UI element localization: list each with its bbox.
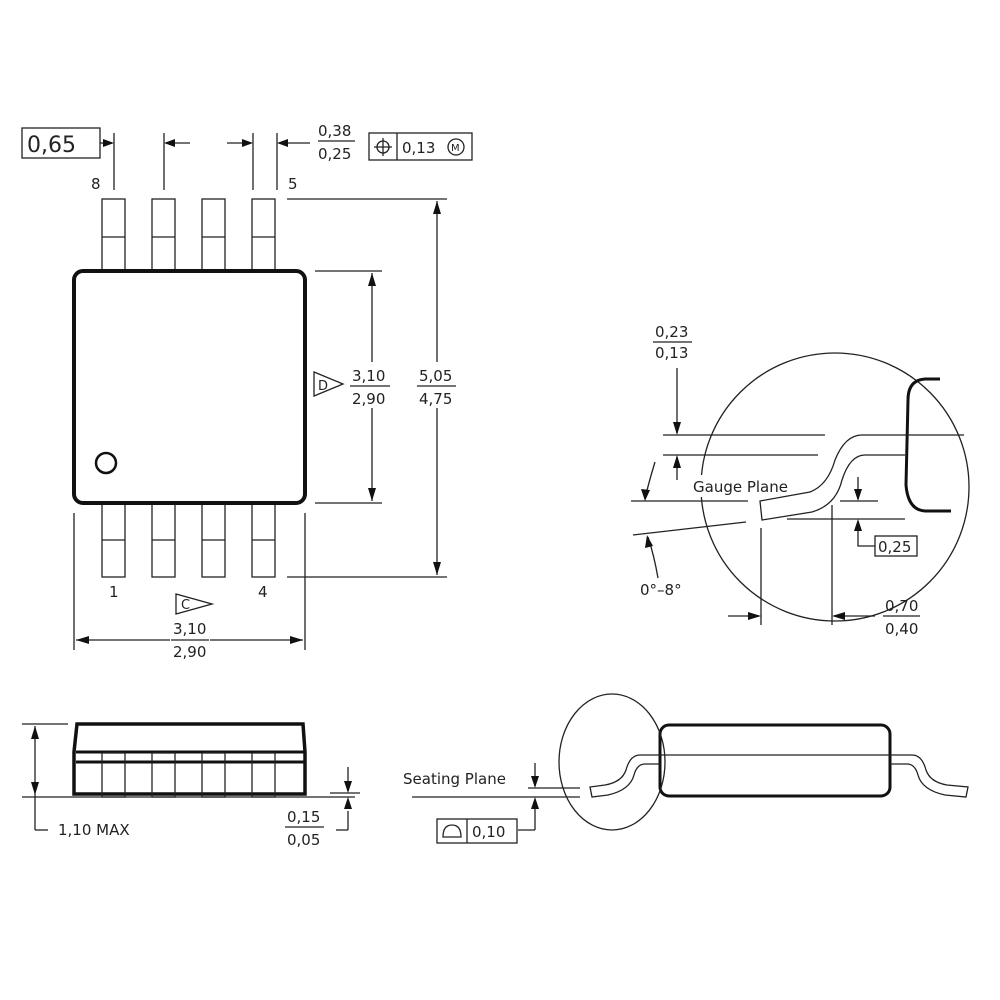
body-length-max: 3,10 xyxy=(352,367,385,385)
detail-callout-circle xyxy=(558,693,666,831)
end-view: Seating Plane 0,10 xyxy=(403,693,969,844)
overall-width-max: 5,05 xyxy=(419,367,452,385)
body-width-min: 2,90 xyxy=(173,643,206,661)
standoff-min: 0,05 xyxy=(287,831,320,849)
lead-angle: 0°–8° xyxy=(640,581,682,599)
package-body xyxy=(72,269,307,505)
body-length-min: 2,90 xyxy=(352,390,385,408)
seating-plane-label: Seating Plane xyxy=(403,770,506,788)
coplanarity-value: 0,10 xyxy=(472,823,505,841)
gauge-height-value: 0,25 xyxy=(878,538,911,556)
pin-label-8: 8 xyxy=(91,175,101,193)
pin-width-max: 0,38 xyxy=(318,122,351,140)
overall-width-min: 4,75 xyxy=(419,390,452,408)
coplanarity-frame: 0,10 xyxy=(436,818,518,844)
pin-width-dimension: 0,38 0,25 xyxy=(227,122,355,190)
lead-thickness-max: 0,23 xyxy=(655,323,688,341)
pitch-dimension: 0,65 xyxy=(21,127,190,190)
detail-view: 0,23 0,13 Gauge Plane 0°–8° 0,25 0,70 0,… xyxy=(631,323,970,638)
position-tolerance-value: 0,13 xyxy=(402,139,435,157)
foot-length-min: 0,40 xyxy=(885,620,918,638)
pitch-value: 0,65 xyxy=(27,133,76,158)
pin-label-4: 4 xyxy=(258,583,268,601)
mmc-modifier-icon xyxy=(447,138,465,156)
datum-d-label: D xyxy=(318,379,328,394)
standoff-max: 0,15 xyxy=(287,808,320,826)
position-tolerance-frame: 0,13 M xyxy=(368,132,473,161)
foot-length-max: 0,70 xyxy=(885,597,918,615)
gauge-plane-label: Gauge Plane xyxy=(693,478,788,496)
side-pins xyxy=(101,752,276,798)
lead-thickness-min: 0,13 xyxy=(655,344,688,362)
pin-label-5: 5 xyxy=(288,175,298,193)
mmc-modifier-label: M xyxy=(451,143,460,154)
pin-label-1: 1 xyxy=(109,583,119,601)
pin1-marker xyxy=(94,451,118,475)
top-pins xyxy=(101,198,276,272)
bottom-pins xyxy=(101,502,276,578)
top-view: 8 5 1 4 0,65 0,38 0,25 xyxy=(21,122,473,661)
body-width-max: 3,10 xyxy=(173,620,206,638)
datum-c-label: C xyxy=(181,598,190,613)
pin-width-min: 0,25 xyxy=(318,145,351,163)
position-icon xyxy=(374,138,392,156)
height-max: 1,10 MAX xyxy=(58,821,130,839)
flatness-icon xyxy=(442,824,462,838)
side-view: 1,10 MAX 0,15 0,05 xyxy=(22,722,360,849)
body-length-dimension: D 3,10 2,90 xyxy=(313,270,393,504)
body-width-dimension: C 3,10 2,90 xyxy=(73,513,306,661)
overall-width-dimension: 5,05 4,75 xyxy=(287,198,460,578)
